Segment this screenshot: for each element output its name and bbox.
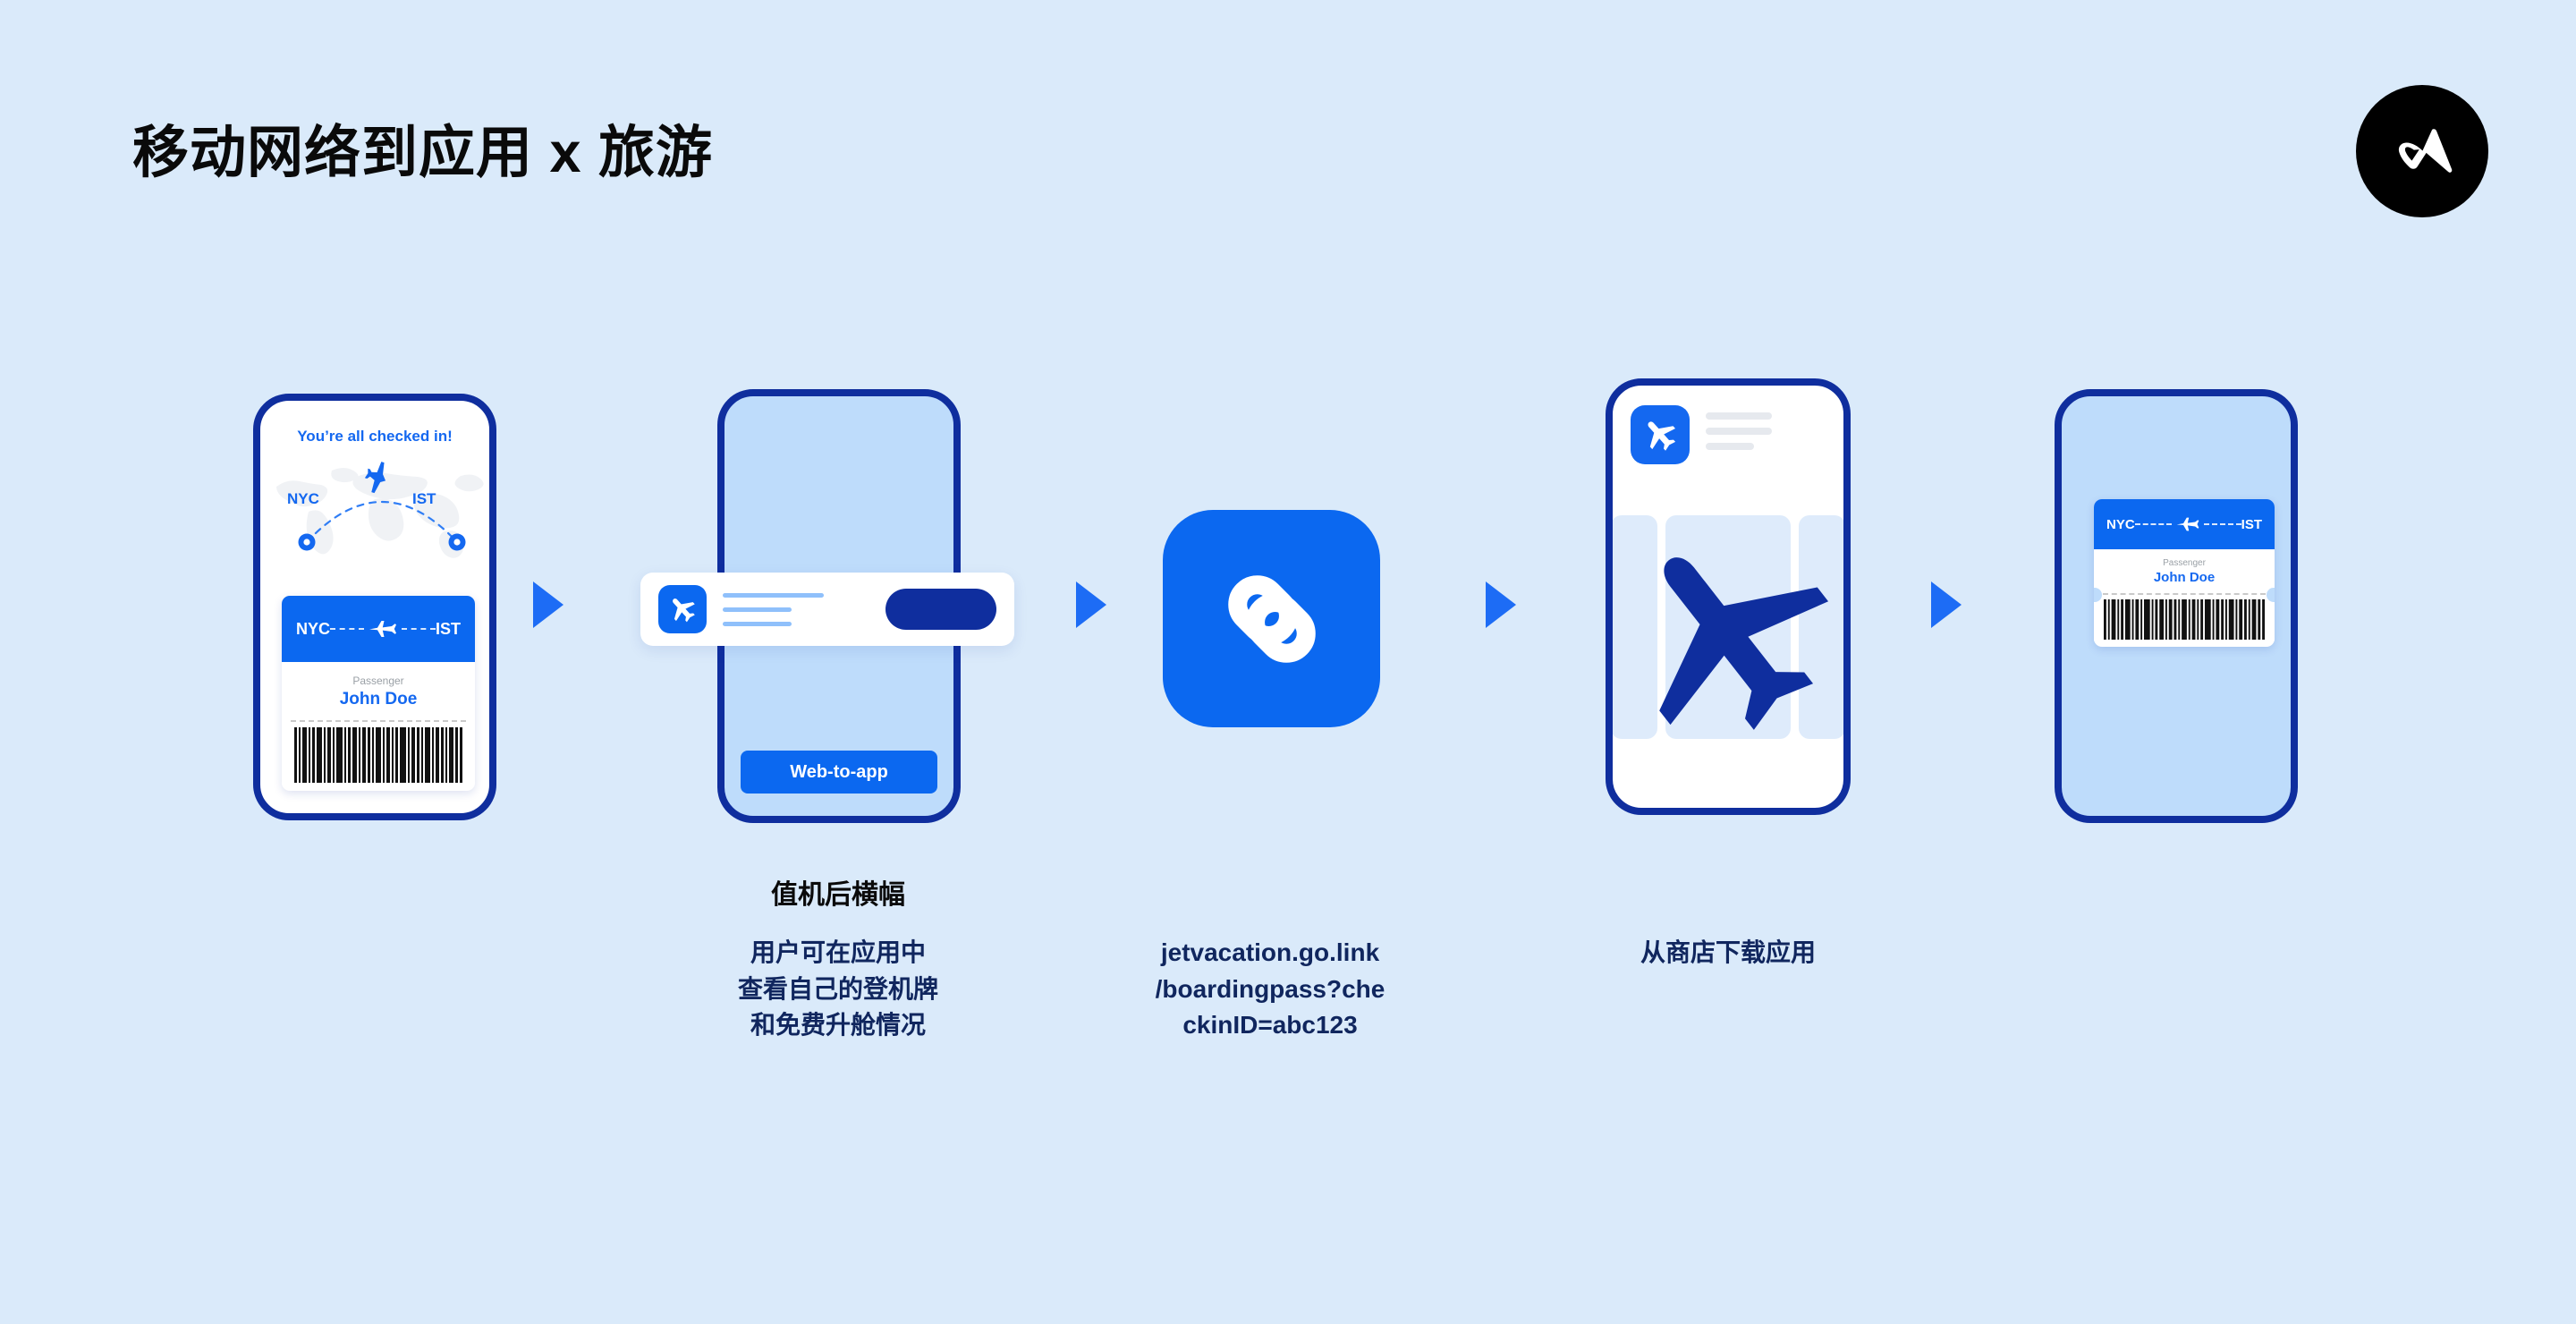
destination-city-label: IST bbox=[412, 490, 436, 507]
ticket-origin-code: NYC bbox=[2106, 516, 2135, 532]
caption-stage2-title: 值机后横幅 bbox=[771, 880, 905, 910]
arrow-stage4-to-stage5 bbox=[1931, 581, 1962, 628]
caption-stage2: 值机后横幅 用户可在应用中 查看自己的登机牌 和免费升舱情况 bbox=[637, 872, 1039, 1044]
page-title: 移动网络到应用 x 旅游 bbox=[132, 122, 714, 184]
arrow-stage1-to-stage2 bbox=[533, 581, 564, 628]
ticket-notch-left bbox=[282, 714, 290, 730]
ticket-passenger-block: Passenger John Doe bbox=[282, 662, 475, 720]
ticket-notch-right bbox=[467, 714, 475, 730]
ticket-origin-code: NYC bbox=[296, 619, 331, 638]
ticket-perforation bbox=[282, 714, 475, 730]
boarding-pass-ticket[interactable]: NYC IST Passenger John Doe bbox=[2094, 499, 2275, 647]
app-store-header bbox=[1631, 405, 1772, 464]
screenshot-card-3[interactable] bbox=[1799, 515, 1843, 739]
caption-stage2-body-line-1: 用户可在应用中 bbox=[750, 938, 926, 966]
caption-stage3-url: jetvacation.go.link /boardingpass?che ck… bbox=[1064, 935, 1476, 1044]
dashed-flight-path bbox=[298, 462, 466, 551]
arrow-stage2-to-stage3 bbox=[1076, 581, 1106, 628]
ticket-route-header: NYC IST bbox=[282, 596, 475, 662]
deep-link-url-line-3: ckinID=abc123 bbox=[1182, 1011, 1358, 1040]
checked-in-headline: You’re all checked in! bbox=[297, 428, 453, 445]
caption-stage2-body: 用户可在应用中 查看自己的登机牌 和免费升舱情况 bbox=[637, 935, 1039, 1044]
passenger-label: Passenger bbox=[352, 675, 404, 687]
ticket-notch-right bbox=[2267, 588, 2275, 602]
passenger-name: John Doe bbox=[339, 690, 418, 709]
route-dash-left bbox=[2134, 523, 2173, 525]
airplane-app-icon bbox=[1631, 405, 1690, 464]
ticket-route-line bbox=[2134, 514, 2241, 534]
route-dash-left bbox=[330, 628, 364, 630]
airplane-app-icon bbox=[658, 585, 707, 633]
store-line-1 bbox=[1706, 412, 1772, 420]
ticket-passenger-block: Passenger John Doe bbox=[2094, 549, 2275, 593]
origin-city-label: NYC bbox=[287, 490, 319, 507]
passenger-label: Passenger bbox=[2163, 558, 2206, 568]
banner-line-2 bbox=[723, 607, 792, 612]
deep-link-url: jetvacation.go.link /boardingpass?che ck… bbox=[1064, 935, 1476, 1044]
chain-link-icon bbox=[1163, 510, 1380, 727]
ticket-perforation bbox=[2094, 588, 2275, 602]
store-line-2 bbox=[1706, 428, 1772, 435]
passenger-name: John Doe bbox=[2153, 570, 2216, 585]
airplane-icon bbox=[369, 621, 396, 637]
barcode bbox=[282, 722, 475, 786]
caption-stage4: 从商店下载应用 bbox=[1503, 935, 1953, 972]
ticket-destination-code: IST bbox=[2241, 516, 2262, 532]
arrow-stage3-to-stage4 bbox=[1486, 581, 1516, 628]
ticket-destination-code: IST bbox=[435, 619, 461, 638]
ticket-route-line bbox=[330, 617, 436, 641]
airplane-icon bbox=[2176, 517, 2199, 531]
deep-link-url-line-2: /boardingpass?che bbox=[1155, 974, 1385, 1003]
banner-open-app-button[interactable] bbox=[886, 589, 996, 630]
banner-placeholder-lines bbox=[723, 592, 869, 626]
banner-line-1 bbox=[723, 592, 825, 598]
ticket-route-header: NYC IST bbox=[2094, 499, 2275, 549]
phone-checked-in-screen: You’re all checked in! bbox=[253, 394, 496, 820]
app-store-text-placeholders bbox=[1706, 405, 1772, 450]
store-line-3 bbox=[1706, 443, 1754, 450]
route-dash-right bbox=[402, 628, 436, 630]
large-airplane-icon bbox=[1659, 557, 1829, 730]
banner-line-3 bbox=[723, 621, 792, 626]
smart-app-banner[interactable] bbox=[640, 573, 1014, 646]
screenshot-card-1[interactable] bbox=[1613, 515, 1657, 739]
phone-app-store-screen bbox=[1606, 378, 1851, 815]
web-to-app-button[interactable]: Web-to-app bbox=[741, 751, 937, 794]
route-dash-right bbox=[2204, 523, 2241, 525]
caption-stage4-text: 从商店下载应用 bbox=[1640, 938, 1816, 966]
barcode bbox=[2094, 595, 2275, 641]
ticket-notch-left bbox=[2094, 588, 2102, 602]
deep-link-url-line-1: jetvacation.go.link bbox=[1160, 938, 1380, 966]
caption-stage2-body-line-2: 查看自己的登机牌 bbox=[737, 974, 938, 1003]
caption-stage2-body-line-3: 和免费升舱情况 bbox=[750, 1011, 926, 1040]
appsflyer-logo-icon bbox=[2356, 85, 2488, 217]
phone-in-app-boarding-pass-screen: NYC IST Passenger John Doe bbox=[2055, 389, 2298, 823]
boarding-pass-ticket[interactable]: NYC IST Passenger John Doe bbox=[282, 596, 475, 791]
